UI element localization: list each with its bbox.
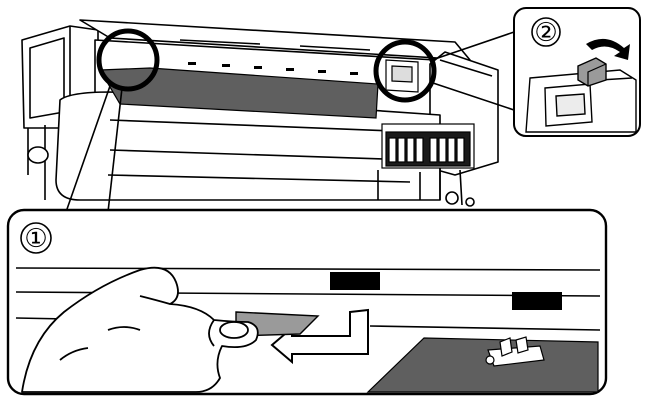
ink-cartridge-bay — [382, 124, 474, 168]
printer-body — [22, 20, 498, 206]
marker-block-2 — [512, 292, 562, 310]
marker-block-1 — [330, 272, 380, 290]
inset-step1: ① — [8, 210, 606, 394]
inset-step2: ② — [514, 8, 640, 136]
step-2-number: ② — [534, 18, 557, 48]
step-1-number: ① — [24, 224, 47, 254]
printer-control-panel — [386, 60, 418, 92]
